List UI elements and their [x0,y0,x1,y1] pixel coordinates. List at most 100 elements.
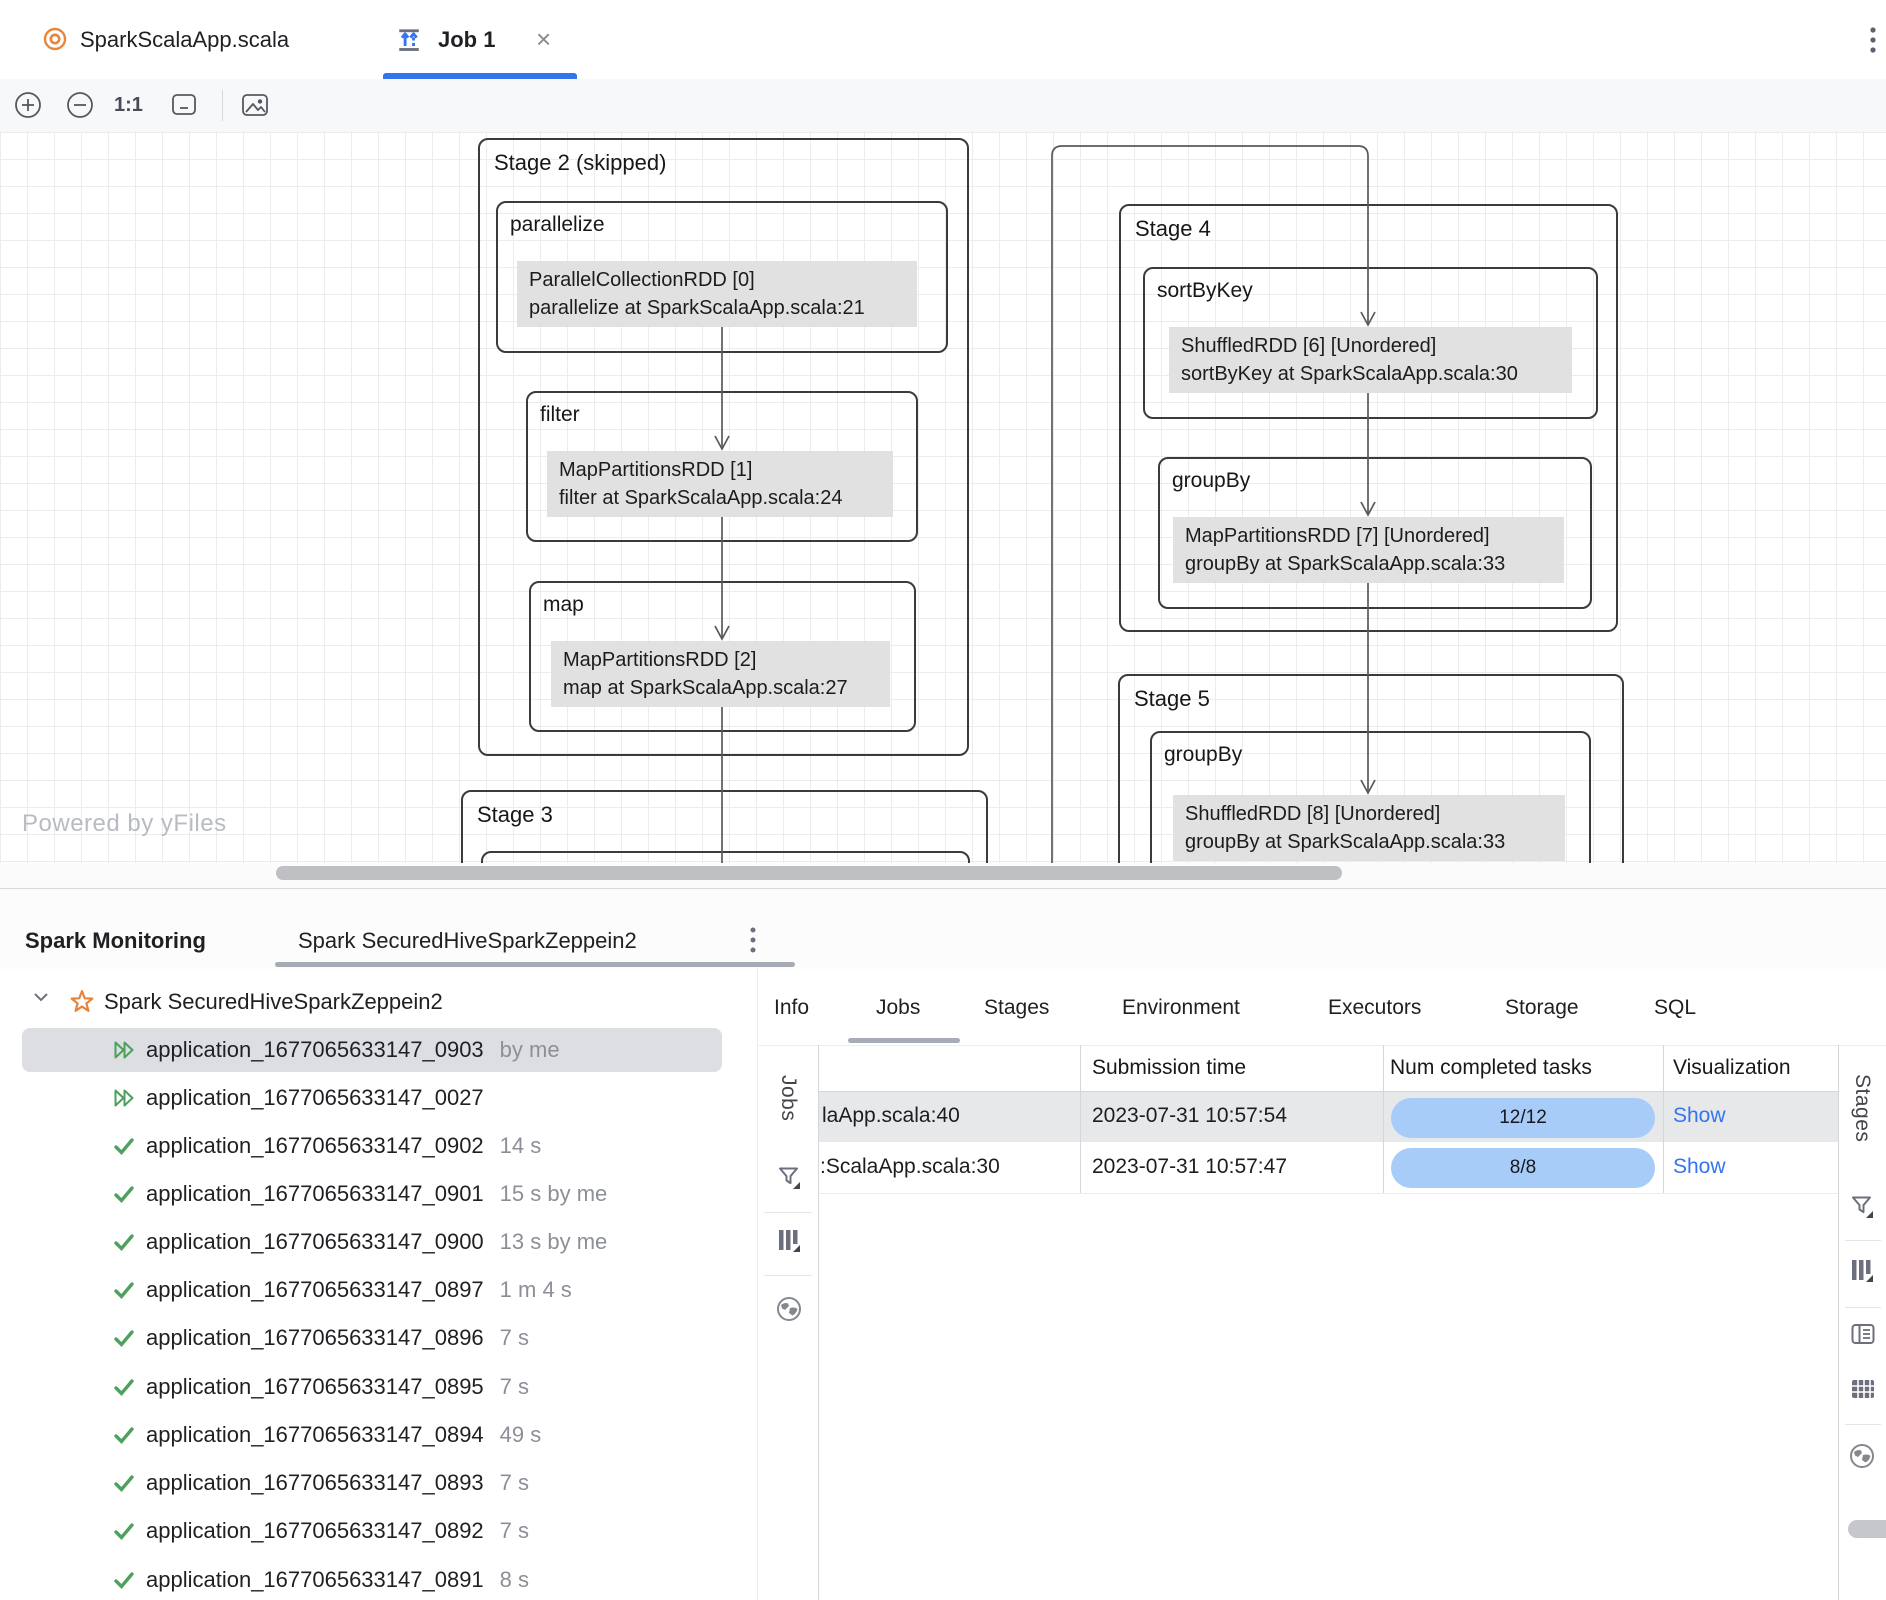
kebab-menu-icon[interactable] [1868,26,1878,54]
row2-bottom-border [818,1193,1838,1194]
tree-detail-splitter[interactable] [757,969,758,1600]
spark-monitoring-body: Spark SecuredHiveSparkZeppein2 applicati… [0,969,1886,1600]
app-id: application_1677065633147_0894 [146,1422,484,1447]
row1-submission-time[interactable]: 2023-07-31 10:57:54 [1092,1104,1287,1127]
app-id: application_1677065633147_0893 [146,1470,484,1495]
tree-root[interactable]: Spark SecuredHiveSparkZeppein2 [70,980,443,1024]
rdd0-name: ParallelCollectionRDD [0] [529,269,755,291]
tab-storage[interactable]: Storage [1505,996,1579,1019]
table-grid-icon[interactable] [1850,1377,1876,1401]
tab-stages[interactable]: Stages [984,996,1050,1019]
stage3-title: Stage 3 [477,802,553,827]
table-row-selected-bg [818,1091,1838,1142]
rdd6-node[interactable]: ShuffledRDD [6] [Unordered] sortByKey at… [1169,327,1572,393]
sidebar-stages-label[interactable]: Stages [1851,1074,1874,1143]
corner-scrollbar[interactable] [1848,1520,1886,1538]
columns-icon[interactable] [1850,1258,1874,1284]
app-id: application_1677065633147_0897 [146,1277,484,1302]
stage3-box[interactable] [461,790,988,863]
sidebar-divider [1845,1424,1881,1425]
app-item-0903[interactable]: application_1677065633147_0903 by me [112,1028,560,1072]
chevron-down-icon[interactable] [32,990,50,1004]
app-item-0893[interactable]: application_1677065633147_0893 7 s [112,1461,529,1505]
app-item-0897[interactable]: application_1677065633147_0897 1 m 4 s [112,1268,572,1312]
rdd1-node[interactable]: MapPartitionsRDD [1] filter at SparkScal… [547,451,893,517]
col-header-visualization[interactable]: Visualization [1673,1056,1791,1079]
connection-kebab-icon[interactable] [748,925,758,957]
app-meta: 15 s by me [499,1181,608,1206]
rdd7-node[interactable]: MapPartitionsRDD [7] [Unordered] groupBy… [1173,517,1564,583]
check-icon [112,1231,136,1253]
columns-icon[interactable] [777,1228,801,1254]
check-icon [112,1135,136,1157]
zoom-in-icon[interactable] [14,91,42,119]
row2-description[interactable]: :ScalaApp.scala:30 [820,1155,1000,1178]
tab-environment[interactable]: Environment [1122,996,1240,1019]
tab-sparkscalaapp[interactable]: SparkScalaApp.scala [80,27,290,52]
row2-show-link[interactable]: Show [1673,1155,1726,1178]
app-item-0894[interactable]: application_1677065633147_0894 49 s [112,1413,541,1457]
map-op-title: map [543,593,584,616]
zoom-out-icon[interactable] [66,91,94,119]
sidebar-jobs-label[interactable]: Jobs [777,1075,800,1122]
col-header-submission-time[interactable]: Submission time [1092,1056,1247,1079]
rdd2-node[interactable]: MapPartitionsRDD [2] map at SparkScalaAp… [551,641,890,707]
row2-submission-time[interactable]: 2023-07-31 10:57:47 [1092,1155,1287,1178]
row2-tasks-value: 8/8 [1509,1157,1537,1178]
row1-tasks-progress[interactable]: 12/12 [1391,1098,1655,1138]
app-meta: 13 s by me [499,1229,608,1254]
spark-star-icon [70,990,94,1014]
zoom-level-label[interactable]: 1:1 [114,94,143,116]
sortbykey-op-box[interactable] [1143,267,1598,419]
app-item-0895[interactable]: application_1677065633147_0895 7 s [112,1365,529,1409]
tab-sql[interactable]: SQL [1654,996,1697,1019]
globe-icon[interactable] [1849,1443,1875,1469]
row1-description[interactable]: laApp.scala:40 [822,1104,960,1127]
app-meta: 7 s [499,1518,530,1543]
app-item-0892[interactable]: application_1677065633147_0892 7 s [112,1509,529,1553]
app-id: application_1677065633147_0891 [146,1567,484,1592]
app-item-0901[interactable]: application_1677065633147_0901 15 s by m… [112,1172,607,1216]
filter-icon[interactable] [1850,1194,1874,1220]
export-image-icon[interactable] [240,92,270,118]
app-item-0902[interactable]: application_1677065633147_0902 14 s [112,1124,541,1168]
filter-icon[interactable] [777,1165,801,1191]
app-id: application_1677065633147_0903 [146,1037,484,1062]
close-icon[interactable]: × [536,24,552,54]
tab-info[interactable]: Info [774,996,810,1019]
fit-content-icon[interactable] [170,92,198,118]
check-icon [112,1424,136,1446]
stage5-box[interactable] [1118,674,1624,863]
dag-diagram-canvas[interactable]: Stage 2 (skipped) parallelize ParallelCo… [0,132,1886,863]
yfiles-watermark: Powered by yFiles [22,810,227,837]
horizontal-scrollbar[interactable] [276,866,1342,880]
rdd0-node[interactable]: ParallelCollectionRDD [0] parallelize at… [517,261,917,327]
groupby-stage4-op-box[interactable] [1158,457,1592,609]
details-view-icon[interactable] [1850,1322,1876,1346]
app-item-0027[interactable]: application_1677065633147_0027 [112,1076,484,1120]
app-id: application_1677065633147_0027 [146,1085,484,1110]
row1-show-link[interactable]: Show [1673,1104,1726,1127]
globe-icon[interactable] [776,1296,802,1322]
app-item-0891[interactable]: application_1677065633147_0891 8 s [112,1558,529,1600]
row2-tasks-progress[interactable]: 8/8 [1391,1148,1655,1188]
connection-tab[interactable]: Spark SecuredHiveSparkZeppein2 [298,928,637,953]
app-meta: 7 s [499,1325,530,1350]
diagram-toolbar: 1:1 [0,79,1886,133]
app-item-0900[interactable]: application_1677065633147_0900 13 s by m… [112,1220,607,1264]
app-id: application_1677065633147_0896 [146,1325,484,1350]
app-item-0896[interactable]: application_1677065633147_0896 7 s [112,1316,529,1360]
tab-executors[interactable]: Executors [1328,996,1422,1019]
stage2-box[interactable] [478,138,969,756]
col-header-num-completed-tasks[interactable]: Num completed tasks [1390,1056,1592,1079]
tree-root-label: Spark SecuredHiveSparkZeppein2 [104,989,443,1014]
groupby-stage5-op-box[interactable] [1150,731,1591,863]
rdd8-callsite: groupBy at SparkScalaApp.scala:33 [1185,831,1506,853]
tab-jobs[interactable]: Jobs [876,996,921,1019]
tab-job1[interactable]: Job 1 [438,27,496,52]
editor-tab-bar: SparkScalaApp.scala Job 1 × [0,0,1886,80]
stage3-op-box[interactable] [481,851,970,863]
app-meta: 14 s [499,1133,542,1158]
rdd1-callsite: filter at SparkScalaApp.scala:24 [559,487,843,509]
rdd8-node[interactable]: ShuffledRDD [8] [Unordered] groupBy at S… [1173,795,1565,861]
